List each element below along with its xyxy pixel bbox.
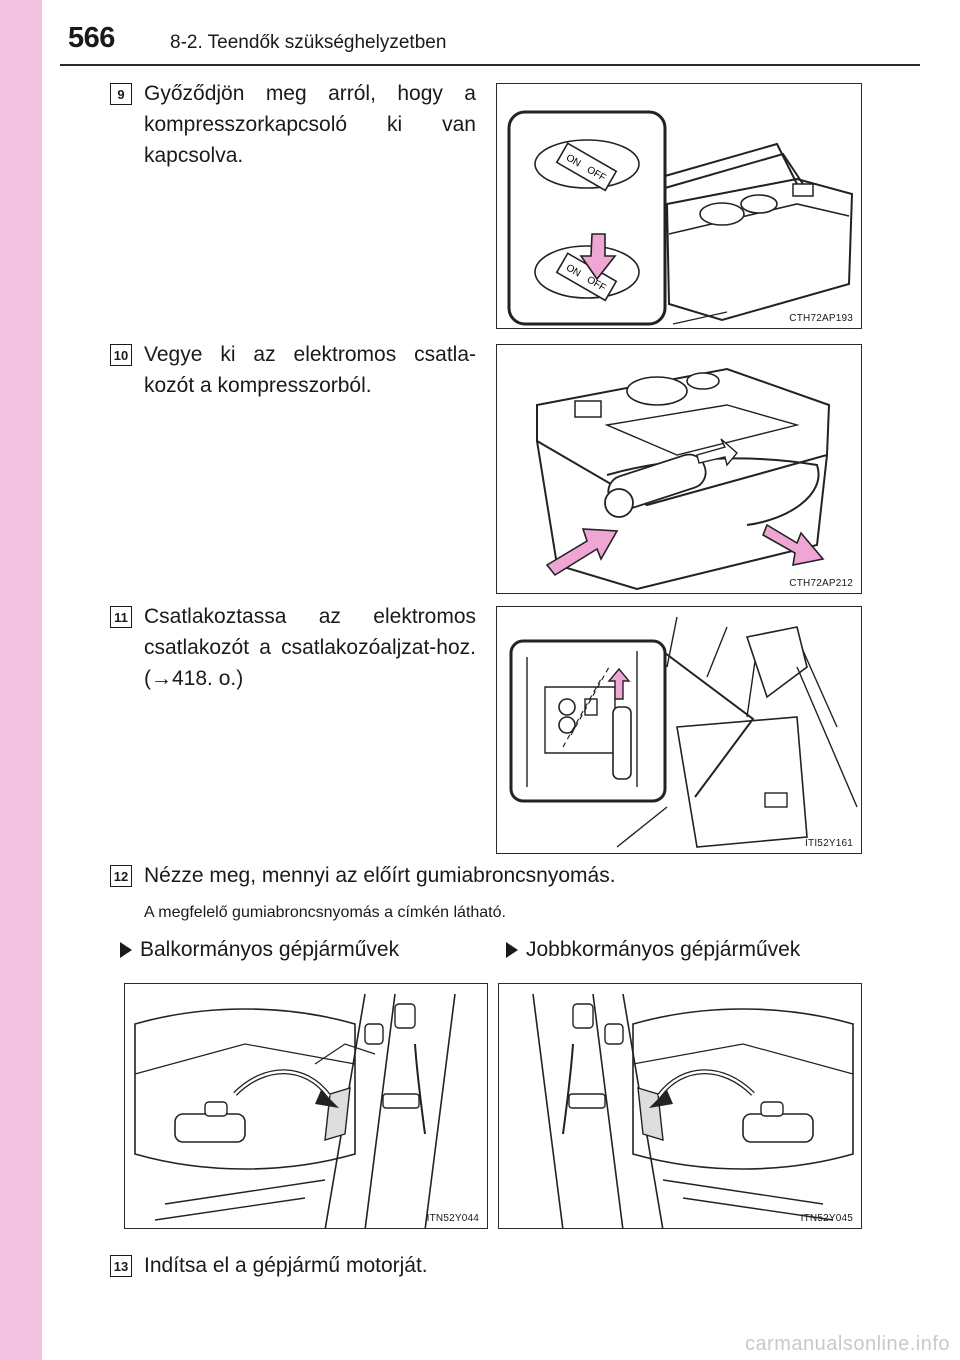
pull-right-arrow-icon [761, 523, 825, 567]
header-rule [60, 64, 920, 66]
step-number-11: 11 [110, 606, 132, 628]
left-hand-drive-illustration [134, 993, 456, 1228]
variant-right-hand-drive: Jobbkormányos gépjárművek [506, 938, 800, 962]
step-number-10: 10 [110, 344, 132, 366]
figure-code: ITN52Y045 [800, 1213, 853, 1224]
triangle-right-icon [120, 942, 132, 958]
figure-left-hand-drive-label: ITN52Y044 [124, 983, 488, 1229]
variant-left-label: Balkormányos gépjárművek [140, 938, 400, 961]
page-number: 566 [68, 22, 115, 54]
watermark: carmanualsonline.info [744, 1333, 950, 1355]
step-number-13: 13 [110, 1255, 132, 1277]
figure-code: CTH72AP193 [789, 313, 853, 324]
insert-arrow-icon [607, 667, 631, 700]
step-10-text: Vegye ki az elektromos csatla-kozót a ko… [144, 343, 476, 397]
step-12-text: Nézze meg, mennyi az előírt gumiabroncsn… [144, 864, 616, 887]
step-number-12: 12 [110, 865, 132, 887]
section-title: 8-2. Teendők szükséghelyzetben [170, 32, 447, 53]
chapter-side-band [0, 0, 42, 1360]
label-location-arrow-icon [649, 1090, 673, 1108]
figure-code: ITI52Y161 [805, 838, 853, 849]
triangle-right-icon [506, 942, 518, 958]
compressor-switch-illustration: ON OFF ON OFF [507, 110, 854, 326]
remove-connector-illustration [536, 367, 831, 591]
step-13-text: Indítsa el a gépjármű motorját. [144, 1254, 428, 1277]
step-number-9: 9 [110, 83, 132, 105]
figure-code: CTH72AP212 [789, 578, 853, 589]
right-hand-drive-illustration [532, 993, 854, 1228]
connect-socket-illustration [509, 616, 858, 848]
label-location-arrow-icon [315, 1090, 339, 1108]
variant-right-label: Jobbkormányos gépjárművek [526, 938, 801, 961]
pull-left-arrow-icon [545, 528, 619, 577]
variant-left-hand-drive: Balkormányos gépjárművek [120, 938, 399, 962]
step-11-text: Csatlakoztassa az elektromos csatlakozót… [144, 605, 476, 690]
step-9-text: Győződjön meg arról, hogy a kompresszork… [144, 82, 476, 167]
figure-code: ITN52Y044 [426, 1213, 479, 1224]
figure-remove-connector: CTH72AP212 [496, 344, 862, 594]
figure-compressor-switch: ON OFF ON OFF CTH72AP193 [496, 83, 862, 329]
press-arrow-icon [579, 233, 617, 281]
figure-right-hand-drive-label: ITN52Y045 [498, 983, 862, 1229]
figure-connect-socket: ITI52Y161 [496, 606, 862, 854]
step-12-note: A megfelelő gumiabroncsnyomás a címkén l… [144, 904, 506, 921]
